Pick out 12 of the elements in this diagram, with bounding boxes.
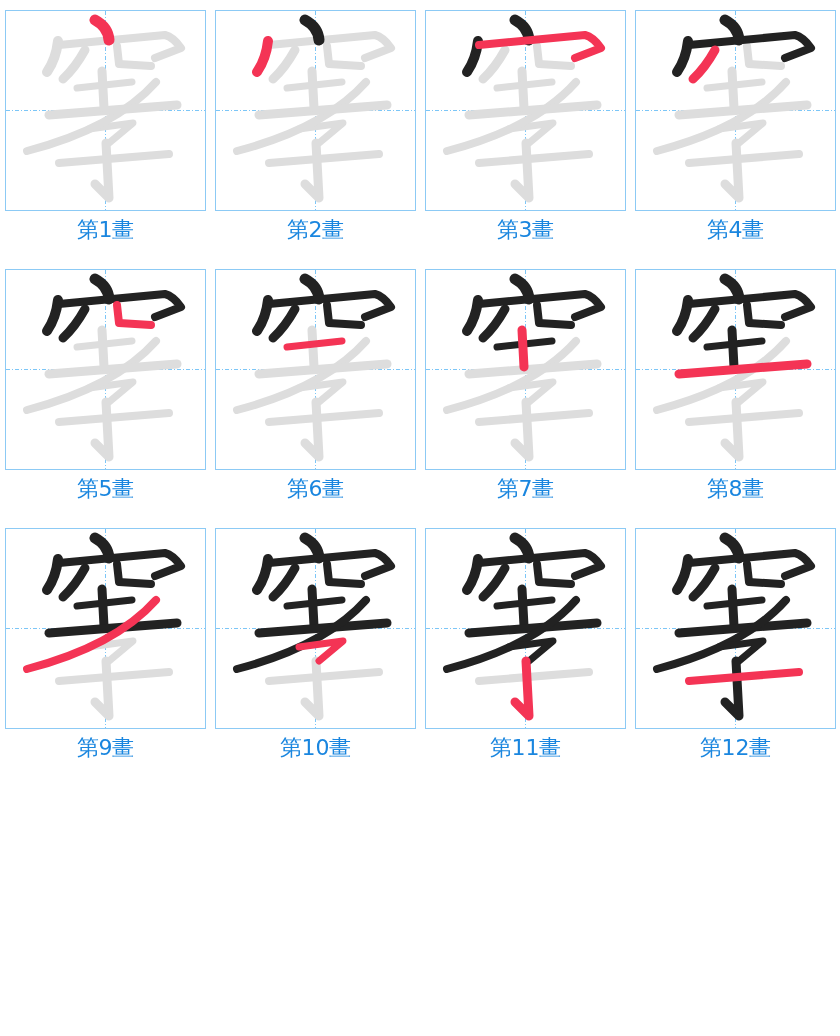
- stroke-caption: 第7畫: [496, 475, 555, 503]
- stroke-caption: 第10畫: [279, 734, 352, 762]
- stroke-caption: 第8畫: [706, 475, 765, 503]
- stroke-caption: 第4畫: [706, 216, 765, 244]
- stroke-caption: 第9畫: [76, 734, 135, 762]
- stroke-caption: 第1畫: [76, 216, 135, 244]
- stroke-caption: 第6畫: [286, 475, 345, 503]
- stroke-caption: 第11畫: [489, 734, 562, 762]
- stroke-caption: 第5畫: [76, 475, 135, 503]
- stroke-caption: 第12畫: [699, 734, 772, 762]
- stroke-caption: 第2畫: [286, 216, 345, 244]
- stroke-caption: 第3畫: [496, 216, 555, 244]
